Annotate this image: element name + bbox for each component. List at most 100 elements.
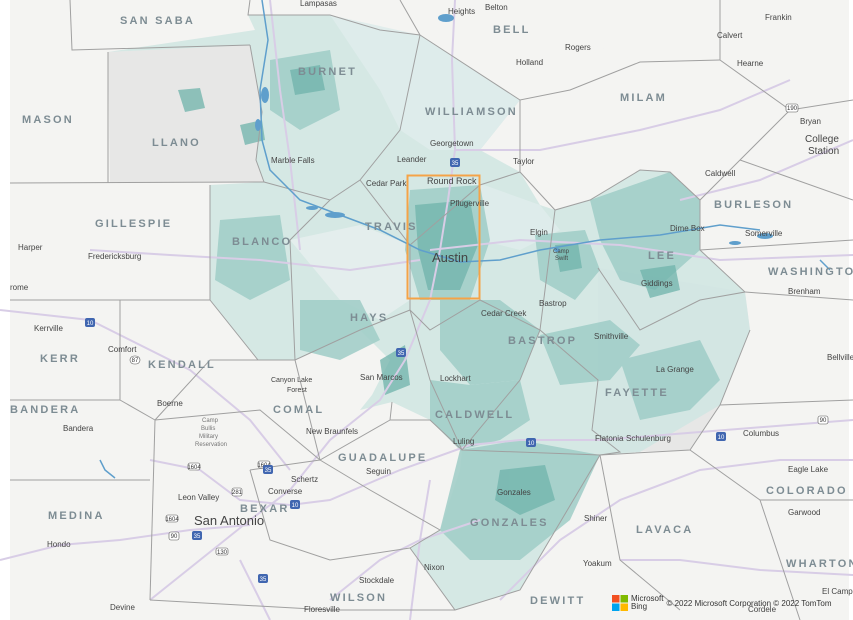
city-label: Schulenburg [626,434,671,443]
county-label: BASTROP [508,335,577,347]
upper-right-plain [560,0,720,62]
svg-text:10: 10 [718,435,725,441]
city-label: Gonzales [497,488,531,497]
city-label: Heights [448,7,475,16]
city-label: Dime Box [670,224,705,233]
city-label: Bandera [63,424,94,433]
county-label: KERR [40,353,80,365]
county-label: WILLIAMSON [425,106,518,118]
city-label: Lampasas [300,0,337,8]
bing-logo-text: Microsoft Bing [631,595,663,611]
county-label: BLANCO [232,236,292,248]
svg-text:10: 10 [87,321,94,327]
shield-icon: 1604 [165,514,179,523]
county-label: BURLESON [714,199,793,211]
county-boundaries [9,0,853,620]
city-label: Converse [268,487,303,496]
city-label: La Grange [656,365,694,374]
city-label: Military [199,434,218,440]
city-label: Leander [397,155,427,164]
city-label: Bastrop [539,299,567,308]
county-label: COLORADO [766,485,848,497]
city-label: Yoakum [583,559,612,568]
city-label: Smithville [594,332,629,341]
city-label: Seguin [366,467,391,476]
svg-text:35: 35 [260,577,267,583]
shield-icon: 10 [290,500,300,509]
city-labels: Lampasas Heights Belton Frankin Calvert … [10,0,853,614]
city-label: Floresville [304,605,341,614]
city-label: Columbus [743,429,779,438]
williamson-north-pale [330,15,520,150]
county-label: DEWITT [530,595,585,607]
city-label-san-antonio: San Antonio [194,513,264,528]
city-label: Luling [453,437,474,446]
map-attribution: Microsoft Bing © 2022 Microsoft Corporat… [612,590,832,616]
right-border [849,0,853,620]
city-label: Camp [202,418,219,424]
city-label-austin: Austin [432,250,468,265]
county-label: TRAVIS [365,221,418,233]
city-label: Frankin [765,13,792,22]
shield-icon: 35 [450,158,460,167]
shield-icon: 35 [263,465,273,474]
shield-icon: 35 [258,574,268,583]
shield-icon: 281 [231,487,243,497]
city-label: Elgin [530,228,548,237]
city-label: rome [10,283,29,292]
shield-icon: 130 [215,547,229,556]
shield-icon: 190 [785,103,799,113]
city-label: Bryan [800,117,821,126]
city-label: Hondo [47,540,71,549]
city-label: Nixon [424,563,444,572]
city-label: Shiner [584,514,607,523]
copyright-text: © 2022 Microsoft Corporation © 2022 TomT… [666,598,832,608]
city-label: Kerrville [34,324,63,333]
city-label: Hearne [737,59,764,68]
selection-highlight-box[interactable] [406,174,481,300]
city-label: Brenham [788,287,821,296]
city-label: Fredericksburg [88,252,141,261]
city-label: Cordele [748,605,777,614]
city-label: San Marcos [360,373,403,382]
city-label: Caldwell [705,169,735,178]
city-label: Forest [287,387,307,394]
county-label: LLANO [152,137,201,149]
county-labels: SAN SABA BELL BURNET WILLIAMSON MILAM MA… [10,15,853,607]
high-density-patches [178,65,680,515]
city-label: Stockdale [359,576,395,585]
city-label: Rogers [565,43,591,52]
county-label: FAYETTE [605,387,669,399]
city-label: Georgetown [430,139,474,148]
svg-text:130: 130 [217,550,228,556]
city-label: Schertz [291,475,318,484]
shield-icon: 35 [192,531,202,540]
city-label: Taylor [513,157,535,166]
highway-shields: 190 35 10 87 35 1604 1604 1604 281 35 35… [85,103,829,583]
city-label: Comfort [108,345,137,354]
county-label: WASHINGTON [768,266,853,278]
svg-text:281: 281 [232,490,243,496]
city-label: Marble Falls [271,156,315,165]
city-label: College [805,134,839,145]
county-label: WILSON [330,592,387,604]
svg-text:35: 35 [398,351,405,357]
county-label: MASON [22,114,74,126]
county-label: BANDERA [10,404,80,416]
lakes [255,14,773,252]
city-label: New Braunfels [306,427,358,436]
county-label: LEE [648,250,676,262]
city-label: Somerville [745,229,783,238]
shield-icon: 90 [168,531,180,541]
svg-text:35: 35 [452,161,459,167]
city-label: Pflugerville [450,199,490,208]
county-label: MEDINA [48,510,105,522]
city-label: Round Rock [427,176,477,186]
city-label: Boerne [157,399,183,408]
city-label: Belton [485,3,508,12]
svg-text:87: 87 [132,358,139,364]
shield-icon: 90 [817,415,829,425]
